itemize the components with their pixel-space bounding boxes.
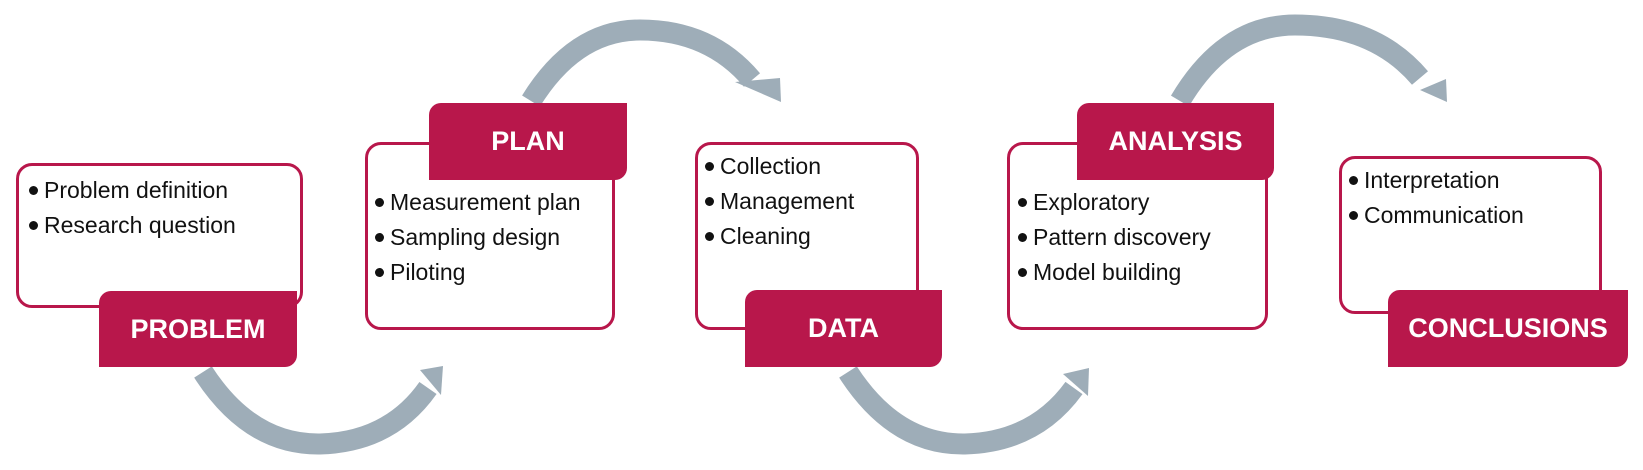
stage-label-data: DATA xyxy=(745,290,942,367)
bullet-icon xyxy=(705,162,714,171)
list-item: Sampling design xyxy=(375,220,581,255)
list-item: Piloting xyxy=(375,255,581,290)
list-item: Model building xyxy=(1018,255,1211,290)
data-items: Collection Management Cleaning xyxy=(705,149,854,254)
list-item: Communication xyxy=(1349,198,1524,233)
arrow-problem-to-plan xyxy=(194,366,443,455)
bullet-icon xyxy=(29,186,38,195)
list-item: Measurement plan xyxy=(375,185,581,220)
arrow-plan-to-data xyxy=(522,19,781,107)
bullet-icon xyxy=(1349,176,1358,185)
list-item: Interpretation xyxy=(1349,163,1524,198)
problem-items: Problem definition Research question xyxy=(29,173,236,243)
stage-label-plan: PLAN xyxy=(429,103,627,180)
stage-box-conclusions: Interpretation Communication xyxy=(1339,156,1602,314)
stage-box-problem: Problem definition Research question xyxy=(16,163,303,308)
bullet-icon xyxy=(375,233,384,242)
bullet-icon xyxy=(29,221,38,230)
conclusions-items: Interpretation Communication xyxy=(1349,163,1524,233)
plan-items: Measurement plan Sampling design Pilotin… xyxy=(375,185,581,290)
bullet-icon xyxy=(1018,233,1027,242)
stage-label-analysis: ANALYSIS xyxy=(1077,103,1274,180)
list-item: Problem definition xyxy=(29,173,236,208)
arrow-data-to-analysis xyxy=(839,366,1089,455)
bullet-icon xyxy=(1349,211,1358,220)
bullet-icon xyxy=(1018,268,1027,277)
list-item: Collection xyxy=(705,149,854,184)
bullet-icon xyxy=(1018,198,1027,207)
list-item: Management xyxy=(705,184,854,219)
bullet-icon xyxy=(705,232,714,241)
list-item: Pattern discovery xyxy=(1018,220,1211,255)
bullet-icon xyxy=(375,268,384,277)
list-item: Research question xyxy=(29,208,236,243)
list-item: Exploratory xyxy=(1018,185,1211,220)
arrow-analysis-to-conclusions xyxy=(1170,14,1447,107)
analysis-items: Exploratory Pattern discovery Model buil… xyxy=(1018,185,1211,290)
stage-label-problem: PROBLEM xyxy=(99,291,297,367)
stage-label-conclusions: CONCLUSIONS xyxy=(1388,290,1628,367)
bullet-icon xyxy=(375,198,384,207)
bullet-icon xyxy=(705,197,714,206)
list-item: Cleaning xyxy=(705,219,854,254)
